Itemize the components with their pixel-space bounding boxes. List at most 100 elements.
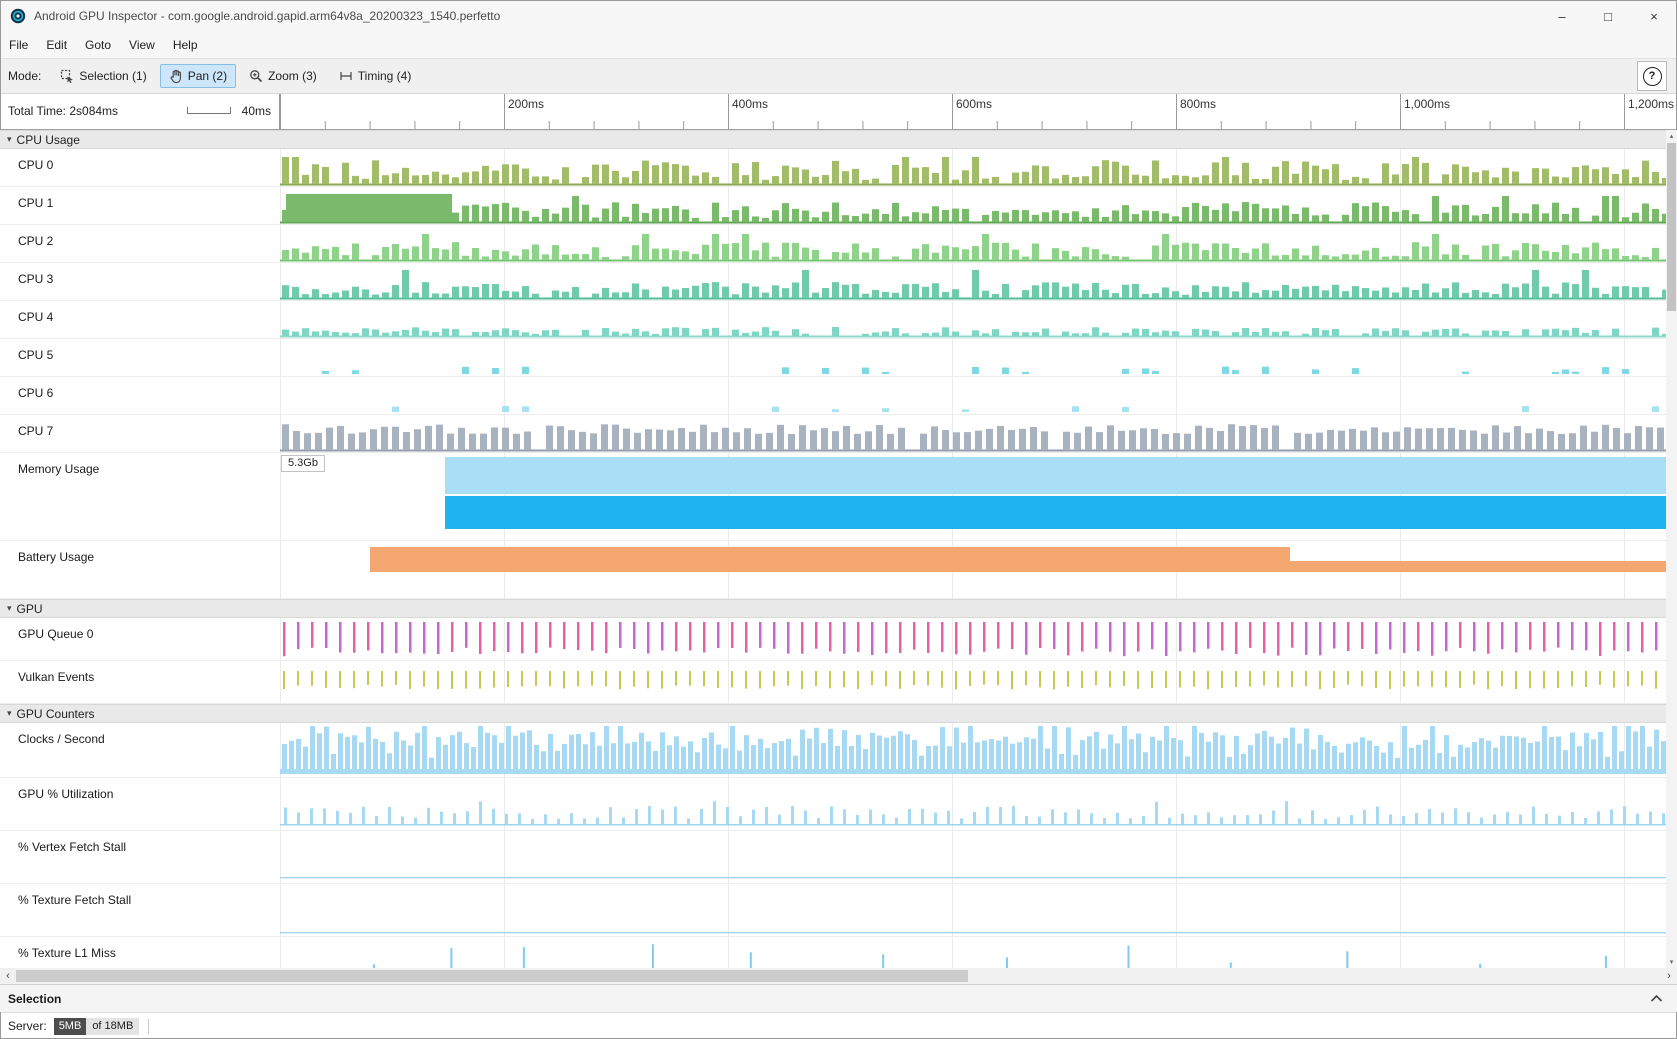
track-row-memory-usage: Memory Usage5.3Gb [0, 453, 1677, 541]
selection-panel-label: Selection [8, 992, 61, 1006]
window-title: Android GPU Inspector - com.google.andro… [34, 9, 1539, 23]
track-plot-gpu-queue-0[interactable] [280, 618, 1677, 660]
track-label-texture-fetch-stall: % Texture Fetch Stall [0, 884, 280, 936]
track-plot-cpu-5[interactable] [280, 339, 1677, 376]
tracks: ▾CPU UsageCPU 0CPU 1CPU 2CPU 3CPU 4CPU 5… [0, 130, 1677, 968]
help-icon: ? [1643, 67, 1662, 86]
track-plot-cpu-2[interactable] [280, 225, 1677, 262]
menu-view[interactable]: View [120, 32, 164, 58]
section-label: GPU Counters [17, 707, 95, 721]
scale-indicator [187, 107, 231, 114]
track-plot-cpu-3[interactable] [280, 263, 1677, 300]
ruler-left-panel: Total Time: 2s084ms 40ms [0, 94, 280, 129]
track-plot-vulkan-events[interactable] [280, 661, 1677, 703]
track-plot-battery-usage[interactable] [280, 541, 1677, 598]
selection-icon [60, 69, 74, 83]
menu-edit[interactable]: Edit [37, 32, 76, 58]
track-plot-texture-l1-miss[interactable] [280, 937, 1677, 968]
tool-button-timing-4[interactable]: Timing (4) [330, 64, 421, 88]
track-row-clocks-second: Clocks / Second [0, 723, 1677, 778]
track-row-cpu-1: CPU 1 [0, 187, 1677, 225]
track-label-gpu-queue-0: GPU Queue 0 [0, 618, 280, 660]
server-label: Server: [8, 1019, 47, 1033]
svg-text:200ms: 200ms [508, 97, 544, 111]
track-label-cpu-0: CPU 0 [0, 149, 280, 186]
track-row-cpu-7: CPU 7 [0, 415, 1677, 453]
collapse-arrow-icon: ▾ [7, 708, 12, 719]
total-time-label: Total Time: 2s084ms [8, 104, 118, 118]
menubar: FileEditGotoViewHelp [0, 32, 1677, 58]
track-label-cpu-2: CPU 2 [0, 225, 280, 262]
track-plot-vertex-fetch-stall[interactable] [280, 831, 1677, 883]
track-row-cpu-4: CPU 4 [0, 301, 1677, 339]
track-row-cpu-6: CPU 6 [0, 377, 1677, 415]
svg-text:1,200ms: 1,200ms [1628, 97, 1674, 111]
menu-goto[interactable]: Goto [76, 32, 120, 58]
section-gpu-counters[interactable]: ▾ GPU Counters [0, 704, 1677, 723]
track-row-vulkan-events: Vulkan Events [0, 661, 1677, 704]
horizontal-scrollbar-thumb[interactable] [16, 970, 968, 982]
track-label-gpu-utilization: GPU % Utilization [0, 778, 280, 830]
scroll-right-icon[interactable]: › [1661, 968, 1677, 984]
svg-text:1,000ms: 1,000ms [1404, 97, 1450, 111]
track-plot-cpu-1[interactable] [280, 187, 1677, 224]
track-plot-clocks-second[interactable] [280, 723, 1677, 777]
track-row-gpu-queue-0: GPU Queue 0 [0, 618, 1677, 661]
tool-button-label: Timing (4) [358, 69, 412, 83]
scroll-up-icon[interactable]: ▴ [1666, 130, 1677, 142]
horizontal-scrollbar[interactable]: ‹ › [0, 968, 1677, 984]
tool-button-label: Zoom (3) [268, 69, 317, 83]
track-label-cpu-4: CPU 4 [0, 301, 280, 338]
scroll-left-icon[interactable]: ‹ [0, 968, 16, 984]
scroll-down-icon[interactable]: ▾ [1666, 956, 1677, 968]
track-plot-cpu-4[interactable] [280, 301, 1677, 338]
track-plot-cpu-7[interactable] [280, 415, 1677, 452]
server-memory-total: of 18MB [86, 1018, 139, 1035]
ruler-svg: 200ms400ms600ms800ms1,000ms1,200ms [280, 94, 1677, 129]
track-row-battery-usage: Battery Usage [0, 541, 1677, 599]
server-memory-used: 5MB [54, 1018, 87, 1035]
track-plot-cpu-6[interactable] [280, 377, 1677, 414]
track-row-cpu-5: CPU 5 [0, 339, 1677, 377]
section-label: CPU Usage [17, 133, 80, 147]
title-bar: Android GPU Inspector - com.google.andro… [0, 0, 1677, 32]
track-plot-texture-fetch-stall[interactable] [280, 884, 1677, 936]
zoom-icon [249, 69, 263, 83]
track-row-gpu-utilization: GPU % Utilization [0, 778, 1677, 831]
track-label-cpu-7: CPU 7 [0, 415, 280, 452]
memory-value-label: 5.3Gb [281, 455, 325, 472]
vertical-scrollbar-thumb[interactable] [1667, 143, 1676, 311]
maximize-button[interactable]: □ [1585, 0, 1631, 32]
help-button[interactable]: ? [1637, 61, 1667, 91]
track-plot-gpu-utilization[interactable] [280, 778, 1677, 830]
section-label: GPU [17, 602, 43, 616]
pan-icon [169, 69, 183, 83]
track-label-memory-usage: Memory Usage [0, 453, 280, 540]
tool-button-zoom-3[interactable]: Zoom (3) [240, 64, 326, 88]
timeline-ruler[interactable]: 200ms400ms600ms800ms1,000ms1,200ms [280, 94, 1677, 129]
close-button[interactable]: × [1631, 0, 1677, 32]
track-plot-cpu-0[interactable] [280, 149, 1677, 186]
minimize-button[interactable]: – [1539, 0, 1585, 32]
collapse-arrow-icon: ▾ [7, 603, 12, 614]
server-memory-badge: 5MB of 18MB [54, 1018, 140, 1035]
section-gpu[interactable]: ▾ GPU [0, 599, 1677, 618]
tool-button-selection-1[interactable]: Selection (1) [51, 64, 155, 88]
track-row-texture-fetch-stall: % Texture Fetch Stall [0, 884, 1677, 937]
track-row-cpu-0: CPU 0 [0, 149, 1677, 187]
ruler-bar: Total Time: 2s084ms 40ms 200ms400ms600ms… [0, 94, 1677, 130]
track-row-texture-l1-miss: % Texture L1 Miss [0, 937, 1677, 968]
tool-button-label: Selection (1) [79, 69, 146, 83]
menu-help[interactable]: Help [164, 32, 207, 58]
tool-button-pan-2[interactable]: Pan (2) [160, 64, 236, 88]
track-label-vulkan-events: Vulkan Events [0, 661, 280, 703]
vertical-scrollbar[interactable]: ▴ ▾ [1666, 130, 1677, 968]
track-row-cpu-2: CPU 2 [0, 225, 1677, 263]
menu-file[interactable]: File [0, 32, 37, 58]
chevron-up-icon[interactable] [1650, 994, 1663, 1003]
track-plot-memory-usage[interactable]: 5.3Gb [280, 453, 1677, 540]
section-cpu-usage[interactable]: ▾CPU Usage [0, 130, 1677, 149]
selection-panel-header[interactable]: Selection [0, 984, 1677, 1012]
track-row-vertex-fetch-stall: % Vertex Fetch Stall [0, 831, 1677, 884]
status-bar: Server: 5MB of 18MB [0, 1012, 1677, 1039]
